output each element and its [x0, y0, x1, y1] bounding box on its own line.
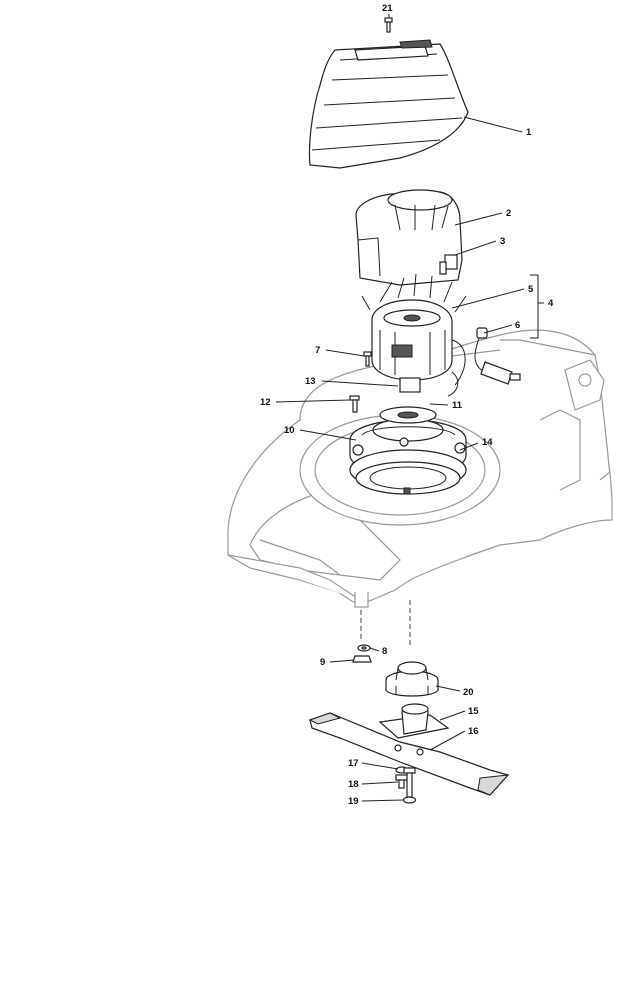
cutting-blade [308, 712, 510, 796]
label-7: 7 [315, 345, 320, 356]
label-15: 15 [468, 706, 479, 717]
label-20: 20 [463, 687, 474, 698]
label-9: 9 [320, 657, 325, 668]
screw-21 [384, 17, 393, 33]
label-13: 13 [305, 376, 316, 387]
label-21: 21 [382, 3, 393, 14]
label-16: 16 [468, 726, 479, 737]
label-6: 6 [515, 320, 520, 331]
blade-hub [378, 703, 450, 739]
label-3: 3 [500, 236, 505, 247]
bolt-12 [349, 395, 360, 413]
fan-adapter [385, 661, 439, 697]
label-8: 8 [382, 646, 387, 657]
part-labels: 21 1 2 3 5 4 6 7 13 12 11 10 14 8 9 20 1… [260, 3, 554, 807]
bolt-19 [402, 767, 417, 804]
label-5: 5 [528, 284, 534, 295]
capacitor [447, 327, 521, 397]
label-14: 14 [482, 437, 493, 448]
top-cover [308, 39, 469, 169]
screw-7 [363, 351, 372, 367]
motor-assembly [361, 273, 467, 393]
alignment-lines [360, 600, 411, 645]
label-12: 12 [260, 397, 271, 408]
label-1: 1 [526, 127, 532, 138]
label-17: 17 [348, 758, 359, 769]
washer-8 [357, 644, 371, 652]
label-10: 10 [284, 425, 295, 436]
bolt-18 [395, 774, 409, 789]
label-4: 4 [548, 298, 554, 309]
nut-9 [352, 655, 372, 663]
leader-lines [275, 14, 544, 802]
motor-housing [355, 189, 463, 286]
label-2: 2 [506, 208, 511, 219]
label-19: 19 [348, 796, 359, 807]
fan-base-assembly [349, 406, 467, 495]
label-18: 18 [348, 779, 359, 790]
label-11: 11 [452, 400, 463, 411]
